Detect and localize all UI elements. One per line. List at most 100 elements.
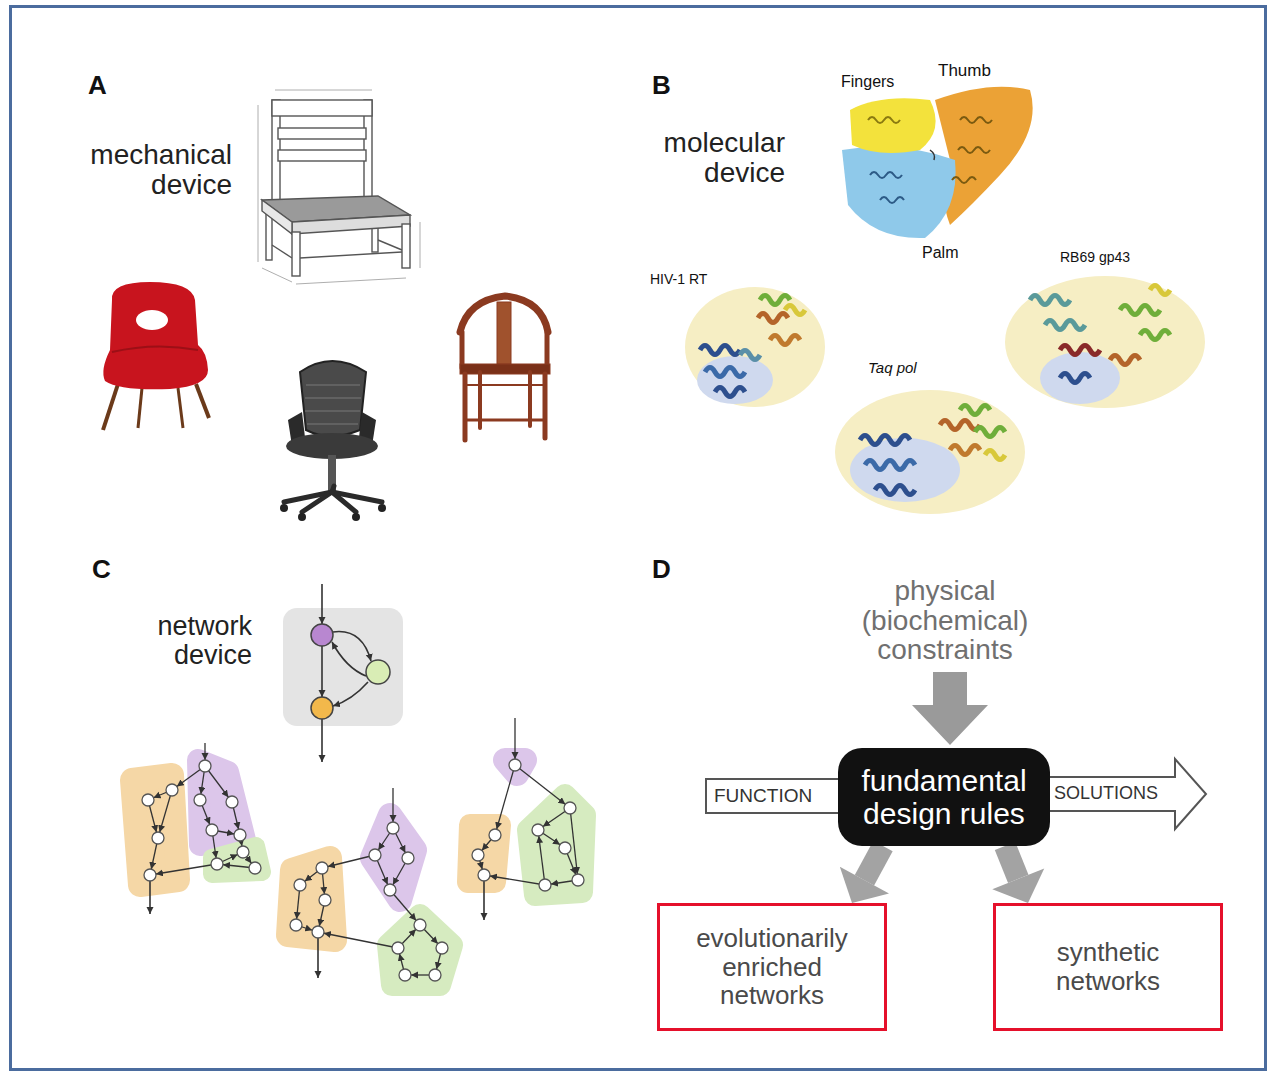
network-graph	[212, 846, 262, 874]
line-drawing-chair	[262, 200, 292, 234]
network-graph	[142, 760, 261, 881]
network-motif	[321, 646, 323, 697]
line-drawing-chair	[278, 128, 366, 139]
network-graph	[166, 784, 178, 796]
network-motif	[332, 642, 366, 676]
wooden-armchair	[465, 384, 545, 386]
network-graph	[402, 852, 414, 864]
line-drawing-chair	[258, 90, 420, 284]
network-motif	[311, 697, 333, 719]
network-graph	[132, 743, 262, 914]
line-drawing-chair	[262, 268, 292, 282]
core-box: fundamental design rules	[838, 748, 1050, 846]
network-graph	[538, 830, 545, 885]
node-label: synthetic networks	[1006, 938, 1210, 995]
protein-structure	[835, 390, 1025, 514]
wooden-armchair	[460, 296, 550, 440]
protein-structure	[715, 388, 745, 397]
wooden-armchair	[497, 302, 511, 364]
network-graph	[387, 822, 399, 834]
wooden-armchair	[463, 374, 468, 440]
node-label: FUNCTION	[714, 786, 812, 807]
network-graph	[515, 765, 570, 808]
protein-structure	[875, 486, 915, 495]
network-motif	[321, 584, 323, 624]
protein-structure	[985, 451, 1005, 460]
arrow-head	[992, 868, 1044, 903]
network-graph	[152, 832, 164, 844]
polymerase-hand	[868, 117, 900, 123]
network-graph	[489, 829, 501, 841]
polymerase-hand	[930, 150, 935, 160]
network-graph	[369, 849, 381, 861]
red-chair	[103, 384, 118, 430]
line-drawing-chair	[258, 105, 259, 262]
office-chair	[298, 513, 306, 521]
red-chair	[103, 282, 209, 430]
wooden-armchair	[528, 372, 532, 426]
network-graph	[429, 969, 441, 981]
network-graph	[514, 718, 515, 765]
wooden-armchair	[460, 364, 550, 374]
part-label: Palm	[922, 245, 958, 262]
office-chair	[280, 504, 288, 512]
protein-structure	[950, 446, 980, 455]
protein-structure	[697, 356, 773, 404]
network-graph	[237, 846, 249, 858]
protein-structure	[1110, 356, 1140, 365]
network-graph	[294, 879, 306, 891]
office-chair	[284, 486, 382, 512]
wooden-armchair	[545, 332, 550, 368]
office-chair	[378, 504, 386, 512]
protein-structure	[865, 461, 915, 470]
protein-structure	[685, 287, 825, 407]
protein-structure	[700, 296, 805, 397]
structure-label: HIV-1 RT	[650, 272, 707, 287]
highlight-box: synthetic networks	[993, 903, 1223, 1031]
output-arrow-box: SOLUTIONS	[1040, 758, 1207, 830]
network-graph	[290, 822, 448, 981]
network-graph	[211, 858, 223, 870]
network-graph	[472, 849, 484, 861]
network-graph	[158, 790, 172, 838]
polymerase-hand	[880, 197, 904, 203]
office-chair	[302, 492, 332, 512]
network-graph	[484, 875, 545, 885]
constraint-arrow	[912, 672, 988, 745]
line-drawing-chair	[272, 245, 292, 258]
network-graph	[316, 862, 328, 874]
structure-label: Taq pol	[868, 360, 917, 376]
network-graph	[288, 788, 452, 985]
arrow-outline	[706, 779, 854, 813]
network-graph	[132, 775, 178, 885]
protein-structure	[1030, 286, 1170, 383]
protein-structure	[940, 421, 980, 430]
protein-structure	[975, 428, 1005, 437]
panel-title: molecular device	[600, 128, 785, 187]
network-graph	[478, 718, 578, 885]
network-graph	[150, 864, 217, 875]
part-label: Thumb	[938, 62, 991, 80]
protein-structure	[740, 351, 760, 360]
protein-structure	[685, 287, 825, 407]
network-graph	[509, 759, 521, 771]
network-graph	[194, 794, 206, 806]
network-graph	[317, 932, 319, 978]
panel-letter: C	[92, 556, 111, 584]
line-drawing-chair	[278, 150, 366, 161]
polymerase-hand	[958, 147, 990, 153]
protein-structure	[785, 306, 805, 315]
protein-structure	[1030, 296, 1070, 305]
node-label: SOLUTIONS	[1054, 784, 1158, 804]
arrow-shaft	[1005, 846, 1018, 879]
red-chair	[138, 388, 142, 428]
network-graph	[392, 942, 404, 954]
network-graph	[399, 969, 411, 981]
line-drawing-chair	[378, 240, 402, 250]
arrow-outline	[1041, 759, 1206, 829]
network-graph	[319, 894, 331, 906]
line-drawing-chair	[300, 252, 402, 258]
arrow-shaft	[864, 846, 883, 880]
polymerase-hand	[842, 147, 956, 238]
